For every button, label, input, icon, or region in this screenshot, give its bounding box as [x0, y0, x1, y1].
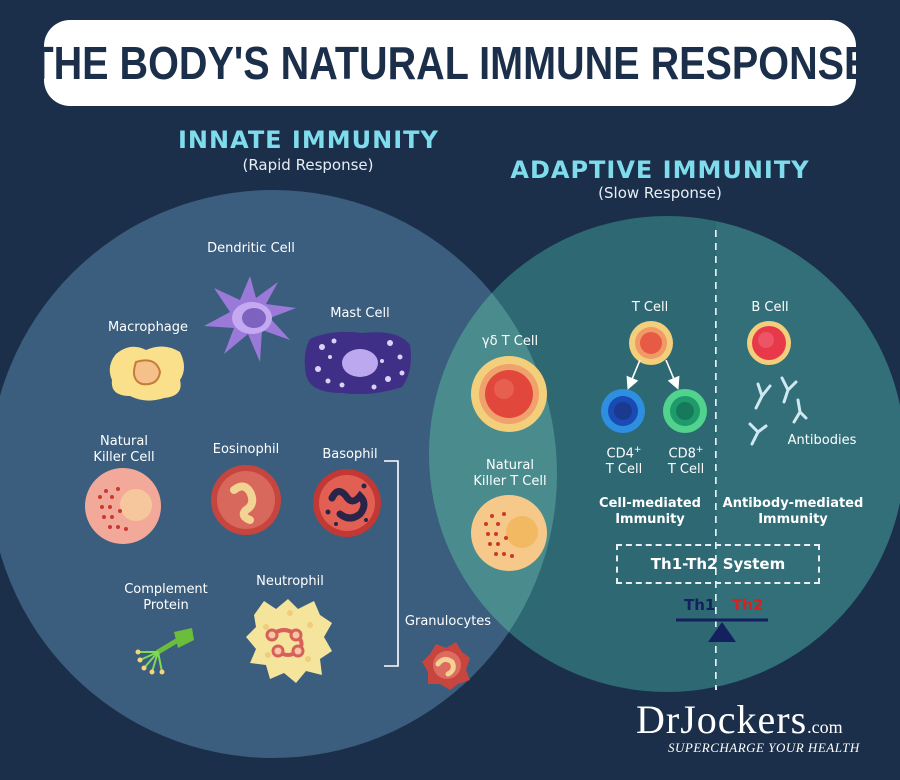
- nkt-cell-icon: [471, 495, 547, 571]
- nkt-cell-label: Natural Killer T Cell: [460, 458, 560, 490]
- eosinophil-label: Eosinophil: [212, 442, 280, 457]
- cd4-label-line2: T Cell: [605, 462, 643, 478]
- page-title: THE BODY'S NATURAL IMMUNE RESPONSE: [29, 37, 871, 89]
- cd4-label-sup: +: [633, 445, 642, 455]
- granulocytes-label: Granulocytes: [404, 614, 492, 629]
- cd8-label-line1: CD8: [668, 446, 696, 462]
- antibodies-icon: [748, 376, 808, 446]
- brand-domain: .com: [807, 717, 843, 737]
- cd8-label-line2: T Cell: [667, 462, 705, 478]
- dendritic-cell-label: Dendritic Cell: [207, 241, 295, 256]
- basophil-label: Basophil: [322, 447, 378, 462]
- th1-label: Th1: [684, 596, 716, 614]
- nkt-cell-label-line1: Natural: [486, 458, 534, 473]
- innate-heading: INNATE IMMUNITY: [178, 126, 439, 154]
- cell-mediated-line1: Cell-mediated: [599, 496, 701, 511]
- nk-cell-icon: [85, 468, 161, 544]
- cd8-tcell-icon: [663, 389, 707, 433]
- adaptive-heading: ADAPTIVE IMMUNITY: [510, 156, 810, 184]
- th-system-box: Th1-Th2 System: [616, 544, 820, 584]
- cell-mediated-label: Cell-mediated Immunity: [590, 496, 710, 528]
- title-banner: THE BODY'S NATURAL IMMUNE RESPONSE: [30, 20, 870, 106]
- granulocyte-icon: [422, 642, 470, 690]
- complement-label-line1: Complement: [124, 582, 208, 597]
- cd8-tcell-label: CD8+ T Cell: [646, 442, 726, 478]
- antibody-mediated-line2: Immunity: [758, 512, 828, 527]
- innate-subheading: (Rapid Response): [242, 156, 374, 174]
- nk-cell-label-line1: Natural: [100, 434, 148, 449]
- macrophage-label: Macrophage: [107, 320, 189, 335]
- nk-cell-label: Natural Killer Cell: [76, 434, 172, 466]
- balance-scale-icon: [676, 618, 768, 642]
- basophil-icon: [313, 469, 381, 537]
- macrophage-icon: [109, 346, 184, 401]
- antibodies-label: Antibodies: [787, 433, 857, 448]
- dendritic-cell-icon: [204, 276, 296, 362]
- th-system-label: Th1-Th2 System: [650, 555, 786, 573]
- complement-label: Complement Protein: [116, 582, 216, 614]
- granulocytes-bracket: [384, 460, 399, 667]
- cd4-tcell-icon: [601, 389, 645, 433]
- complement-protein-icon: [135, 628, 194, 675]
- cd4-label-line1: CD4: [606, 446, 634, 462]
- th2-label: Th2: [732, 596, 764, 614]
- cd4-tcell-label: CD4+ T Cell: [584, 442, 664, 478]
- tcell-arrows: [626, 359, 680, 390]
- brand-logo: DrJockers.com: [636, 696, 843, 743]
- complement-label-line2: Protein: [143, 598, 189, 613]
- brand-tagline: SUPERCHARGE YOUR HEALTH: [668, 740, 860, 755]
- mast-cell-icon: [304, 331, 411, 395]
- nk-cell-label-line2: Killer Cell: [93, 450, 155, 465]
- brand-name: DrJockers: [636, 697, 808, 742]
- neutrophil-label: Neutrophil: [256, 574, 324, 589]
- adaptive-subheading: (Slow Response): [598, 184, 722, 202]
- tcell-label: T Cell: [631, 300, 669, 315]
- eosinophil-icon: [211, 465, 281, 535]
- antibody-mediated-label: Antibody-mediated Immunity: [718, 496, 868, 528]
- bcell-label: B Cell: [751, 300, 789, 315]
- gd-tcell-icon: [471, 356, 547, 432]
- neutrophil-icon: [246, 599, 332, 683]
- innate-immunity-circle: [0, 190, 557, 758]
- antibody-mediated-line1: Antibody-mediated: [722, 496, 864, 511]
- cd8-label-sup: +: [695, 445, 704, 455]
- tcell-icon: [629, 321, 673, 365]
- mast-cell-label: Mast Cell: [330, 306, 390, 321]
- bcell-icon: [747, 321, 791, 365]
- nkt-cell-label-line2: Killer T Cell: [473, 474, 547, 489]
- gd-tcell-label: γδ T Cell: [481, 334, 539, 349]
- cell-mediated-line2: Immunity: [615, 512, 685, 527]
